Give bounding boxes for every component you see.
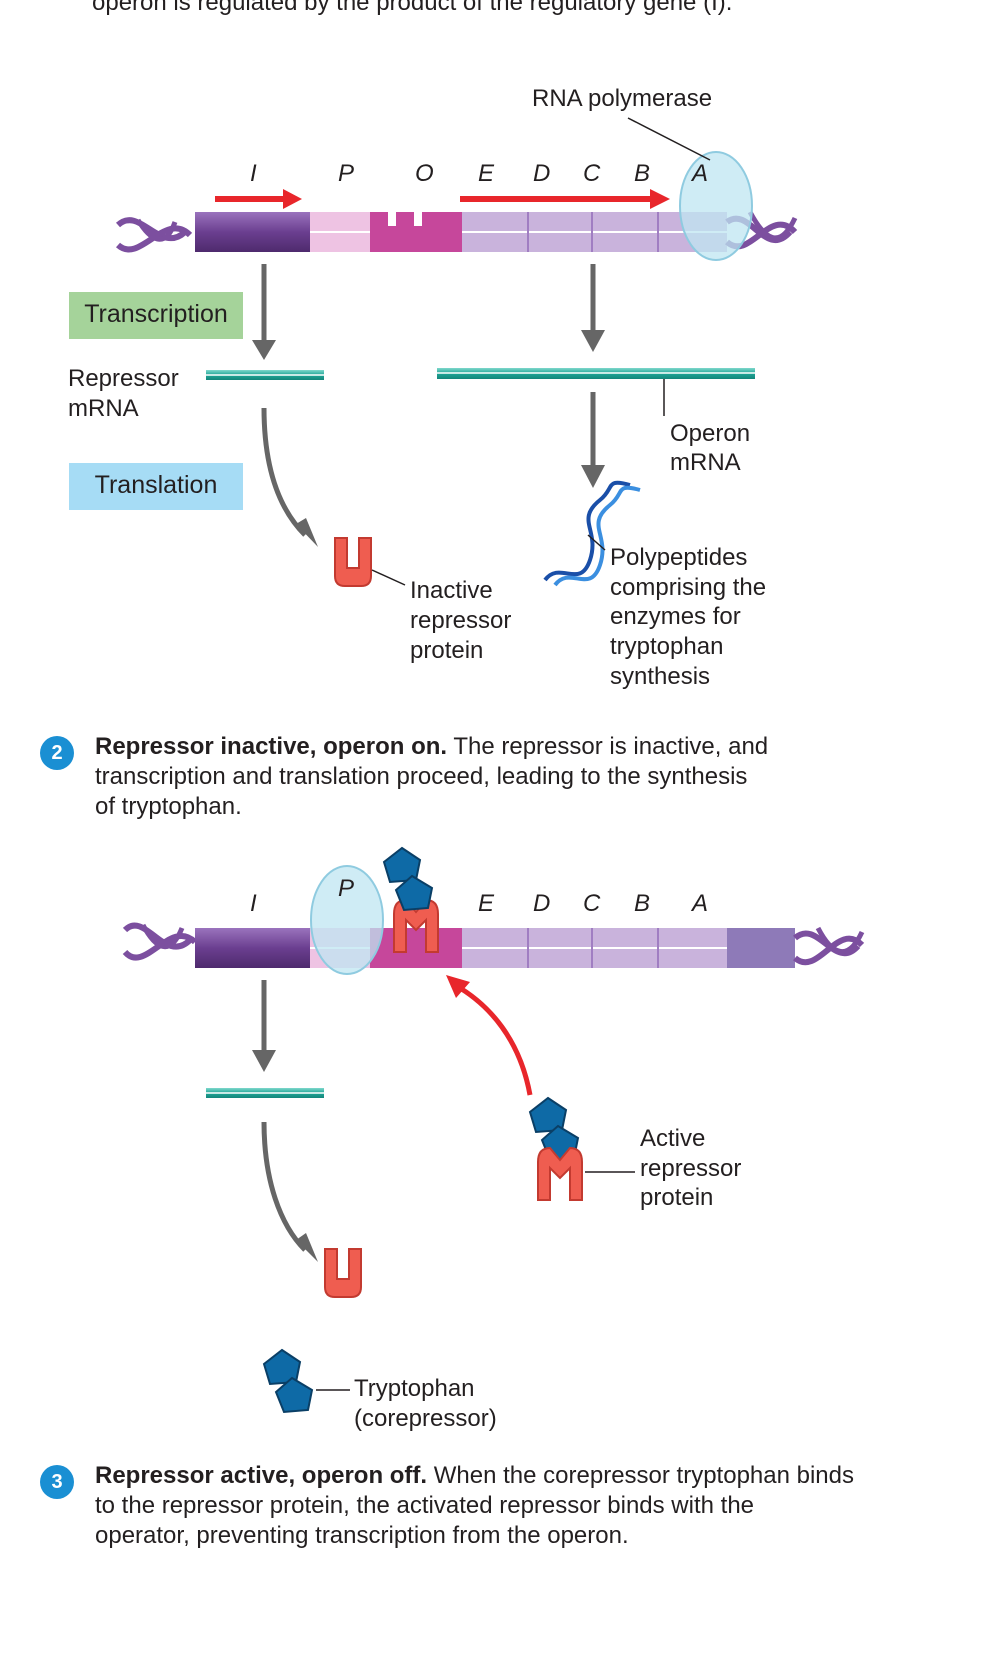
inactive-repressor-protein-1 [334, 537, 372, 587]
panel2-caption-line-1: The repressor is inactive, and [453, 733, 769, 760]
gene3-label-D: D [533, 890, 551, 917]
polypeptides-label-4: tryptophan [610, 633, 724, 660]
polypeptides-label-2: comprising the [610, 574, 767, 601]
rna-polymerase-label: RNA polymerase [532, 85, 713, 112]
active-repressor-label-3: protein [640, 1184, 714, 1211]
red-arrows-panel2 [215, 189, 670, 209]
transcription-box: Transcription [69, 292, 243, 339]
gene-label-B: B [634, 160, 651, 187]
gene-label-E: E [478, 160, 495, 187]
polypeptides-label-1: Polypeptides [610, 544, 748, 571]
gene-label-A: A [692, 160, 709, 187]
gene-label-C: C [583, 160, 601, 187]
panel3-caption: Repressor active, operon off. When the c… [95, 1461, 975, 1551]
step-3-badge: 3 [40, 1465, 74, 1499]
repressor-mrna-label-1: Repressor [68, 365, 179, 392]
gene-label-D: D [533, 160, 551, 187]
polypeptides-label-5: synthesis [610, 663, 711, 690]
panel3-caption-line-2: to the repressor protein, the activated … [95, 1492, 755, 1519]
gene3-label-I: I [250, 890, 257, 917]
inactive-repressor-label-3: protein [410, 637, 484, 664]
operon-mrna-label-1: Operon [670, 420, 751, 447]
polypeptides-label-3: enzymes for [610, 603, 741, 630]
panel2-caption-title: Repressor inactive, operon on. [95, 733, 448, 760]
panel2-caption-line-3: of tryptophan. [95, 793, 242, 820]
step-2-badge: 2 [40, 736, 74, 770]
panel3-caption-line-3: operator, preventing transcription from … [95, 1522, 629, 1549]
gene3-label-A: A [692, 890, 709, 917]
panel3-caption-line-1: When the corepressor tryptophan binds [433, 1462, 854, 1489]
inactive-repressor-label-2: repressor [410, 607, 512, 634]
repressor-mrna-label-2: mRNA [68, 395, 139, 422]
active-repressor-label-1: Active [640, 1125, 706, 1152]
active-repressor-label-2: repressor [640, 1155, 742, 1182]
rna-polymerase-blocked [310, 865, 384, 975]
gene-label-I: I [250, 160, 257, 187]
inactive-repressor-protein-2 [324, 1248, 362, 1298]
gene3-label-E: E [478, 890, 495, 917]
panel2-caption-line-2: transcription and translation proceed, l… [95, 763, 748, 790]
operon-mrna-label-2: mRNA [670, 449, 741, 476]
tryptophan-bound-operator [383, 847, 433, 911]
translation-box: Translation [69, 463, 243, 510]
panel2-caption: Repressor inactive, operon on. The repre… [95, 732, 975, 822]
tryptophan-label-1: Tryptophan [354, 1375, 475, 1402]
rna-polymerase [679, 151, 753, 261]
top-caption-fragment: operon is regulated by the product of th… [92, 0, 733, 16]
dna-strand-panel3 [122, 922, 865, 968]
gene-label-P: P [338, 160, 355, 187]
gene-label-O: O [415, 160, 434, 187]
tryptophan-label-2: (corepressor) [354, 1405, 497, 1432]
gene3-label-P: P [338, 875, 355, 902]
gene3-label-B: B [634, 890, 651, 917]
tryptophan-corepressor [263, 1349, 313, 1413]
panel3-caption-title: Repressor active, operon off. [95, 1462, 428, 1489]
polypeptide-chains [543, 480, 641, 587]
inactive-repressor-label-1: Inactive [410, 577, 493, 604]
gene3-label-C: C [583, 890, 601, 917]
